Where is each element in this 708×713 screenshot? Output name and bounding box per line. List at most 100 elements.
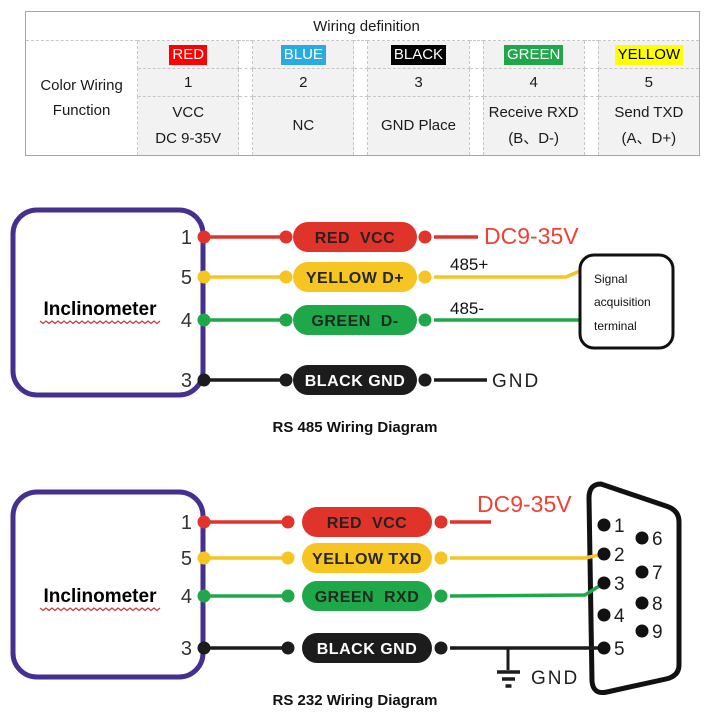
power-label: DC9-35V [477, 491, 572, 517]
wire-dot [279, 230, 293, 244]
rs232-wire-row-yellow: 5 YELLOW TXD [181, 543, 605, 573]
inclinometer-box [10, 207, 206, 398]
db9-pin-number: 1 [614, 516, 625, 537]
spellcheck-squiggle [39, 607, 161, 612]
wire-dot [434, 589, 448, 603]
row-label-line1: Color Wiring [40, 77, 123, 94]
wire-dot [197, 589, 211, 603]
wire-dot [281, 641, 295, 655]
table-spacer [353, 40, 369, 69]
color-chip-black: BLACK [390, 44, 447, 65]
rs485-wire-row-green: 4 GREEN D- 485- [181, 299, 580, 335]
pin-number: 4 [181, 310, 192, 332]
rs485-wire-row-black: 3 BLACK GND GND [181, 365, 540, 395]
wire-pill-label: RED VCC [315, 230, 395, 247]
wire-dot [197, 551, 211, 565]
wire-dot [434, 641, 448, 655]
wire-pill-label: BLACK GND [305, 373, 406, 390]
wire-number-1: 1 [137, 68, 240, 97]
inclinometer-label: Inclinometer [44, 299, 158, 320]
wire-dot [434, 551, 448, 565]
function-black: GND Place [367, 96, 470, 156]
wire-pill-label: RED VCC [327, 515, 407, 532]
color-chip-green: GREEN [503, 44, 564, 65]
table-spacer [238, 68, 254, 97]
table-spacer [583, 68, 599, 97]
inclinometer-box [10, 489, 206, 680]
db9-pin-number: 6 [652, 529, 663, 550]
function-green: Receive RXD (B、D-) [482, 96, 585, 156]
table-spacer [238, 96, 254, 156]
wire-dot [197, 515, 211, 529]
pin-number: 4 [181, 586, 192, 608]
color-chip-yellow: YELLOW [614, 44, 684, 65]
db9-pin-number: 4 [614, 606, 625, 627]
wire-dot [197, 641, 211, 655]
function-yellow: Send TXD (A、D+) [597, 96, 701, 156]
table-spacer [468, 96, 484, 156]
db9-pin-dot [635, 624, 649, 638]
table-spacer [468, 40, 484, 69]
wire-dot [418, 230, 432, 244]
wire-dot [281, 589, 295, 603]
wire-dot [197, 230, 211, 244]
wire-to-db9-pin3 [449, 581, 605, 598]
wire-pill-yellow [302, 543, 432, 573]
wire-pill-black [302, 633, 432, 663]
db9-pin-dot [597, 518, 611, 532]
color-chip-blue: BLUE [280, 44, 326, 65]
rs485-wire-row-yellow: 5 YELLOW D+ 485+ [181, 255, 581, 292]
wire-dot [197, 270, 211, 284]
db9-pin-number: 5 [614, 639, 625, 660]
ground-symbol [497, 648, 520, 688]
wire-dot [281, 515, 295, 529]
wire-dot [281, 551, 295, 565]
wire-dot [418, 270, 432, 284]
pin-number: 5 [181, 548, 192, 570]
db9-pin-dot [597, 641, 611, 655]
wire-pill-label: BLACK GND [317, 641, 418, 658]
terminal-box [578, 253, 675, 350]
row-label-line2: Function [52, 102, 111, 119]
rs232-caption: RS 232 Wiring Diagram [273, 692, 438, 709]
pin-number: 5 [181, 267, 192, 289]
table-spacer [583, 96, 599, 156]
table-spacer [238, 40, 254, 69]
rs485-caption: RS 485 Wiring Diagram [273, 419, 438, 436]
db9-pin-number: 3 [614, 574, 625, 595]
spellcheck-squiggle [39, 320, 161, 325]
bus-label-485-minus: 485- [450, 299, 484, 318]
rs232-wire-row-black: 3 BLACK GND [181, 633, 604, 663]
gnd-label: GND [531, 668, 579, 689]
power-label: DC9-35V [484, 223, 579, 249]
db9-pin-number: 2 [614, 545, 625, 566]
bus-label-485-plus: 485+ [450, 255, 488, 274]
terminal-text-line2: acquisition [594, 295, 651, 309]
wire-number-5: 5 [597, 68, 701, 97]
wire-to-db9-pin2 [450, 552, 605, 560]
wire-pill-black [293, 365, 417, 395]
db9-pin-number: 9 [652, 622, 663, 643]
gnd-label: GND [492, 371, 540, 392]
wiring-definition-table: Wiring definition Color Wiring Function … [24, 11, 701, 156]
pin-number: 3 [181, 638, 192, 660]
table-spacer [468, 68, 484, 97]
db9-pin-dot [635, 531, 649, 545]
pin-number: 3 [181, 370, 192, 392]
signal-acquisition-terminal-box: Signal acquisition terminal [578, 253, 675, 350]
table-spacer [353, 96, 369, 156]
color-chip-red: RED [169, 44, 208, 65]
wire-dot [418, 373, 432, 387]
wire-pill-label: GREEN RXD [315, 589, 420, 606]
wire-pill-red [293, 222, 417, 252]
terminal-text-line1: Signal [594, 272, 627, 286]
wire-pill-yellow [293, 262, 417, 292]
wire-dot [434, 515, 448, 529]
table-title: Wiring definition [25, 11, 700, 41]
table-color-row: Color Wiring Function RED BLUE BLACK GRE… [24, 40, 701, 156]
terminal-text-line3: terminal [594, 319, 637, 333]
rs485-wiring-diagram: Inclinometer 1 RED VCC DC9-35V 5 YELLOW … [10, 207, 675, 436]
wire-dot [418, 313, 432, 327]
wire-pill-label: YELLOW D+ [306, 270, 404, 287]
db9-connector-body [586, 481, 682, 695]
